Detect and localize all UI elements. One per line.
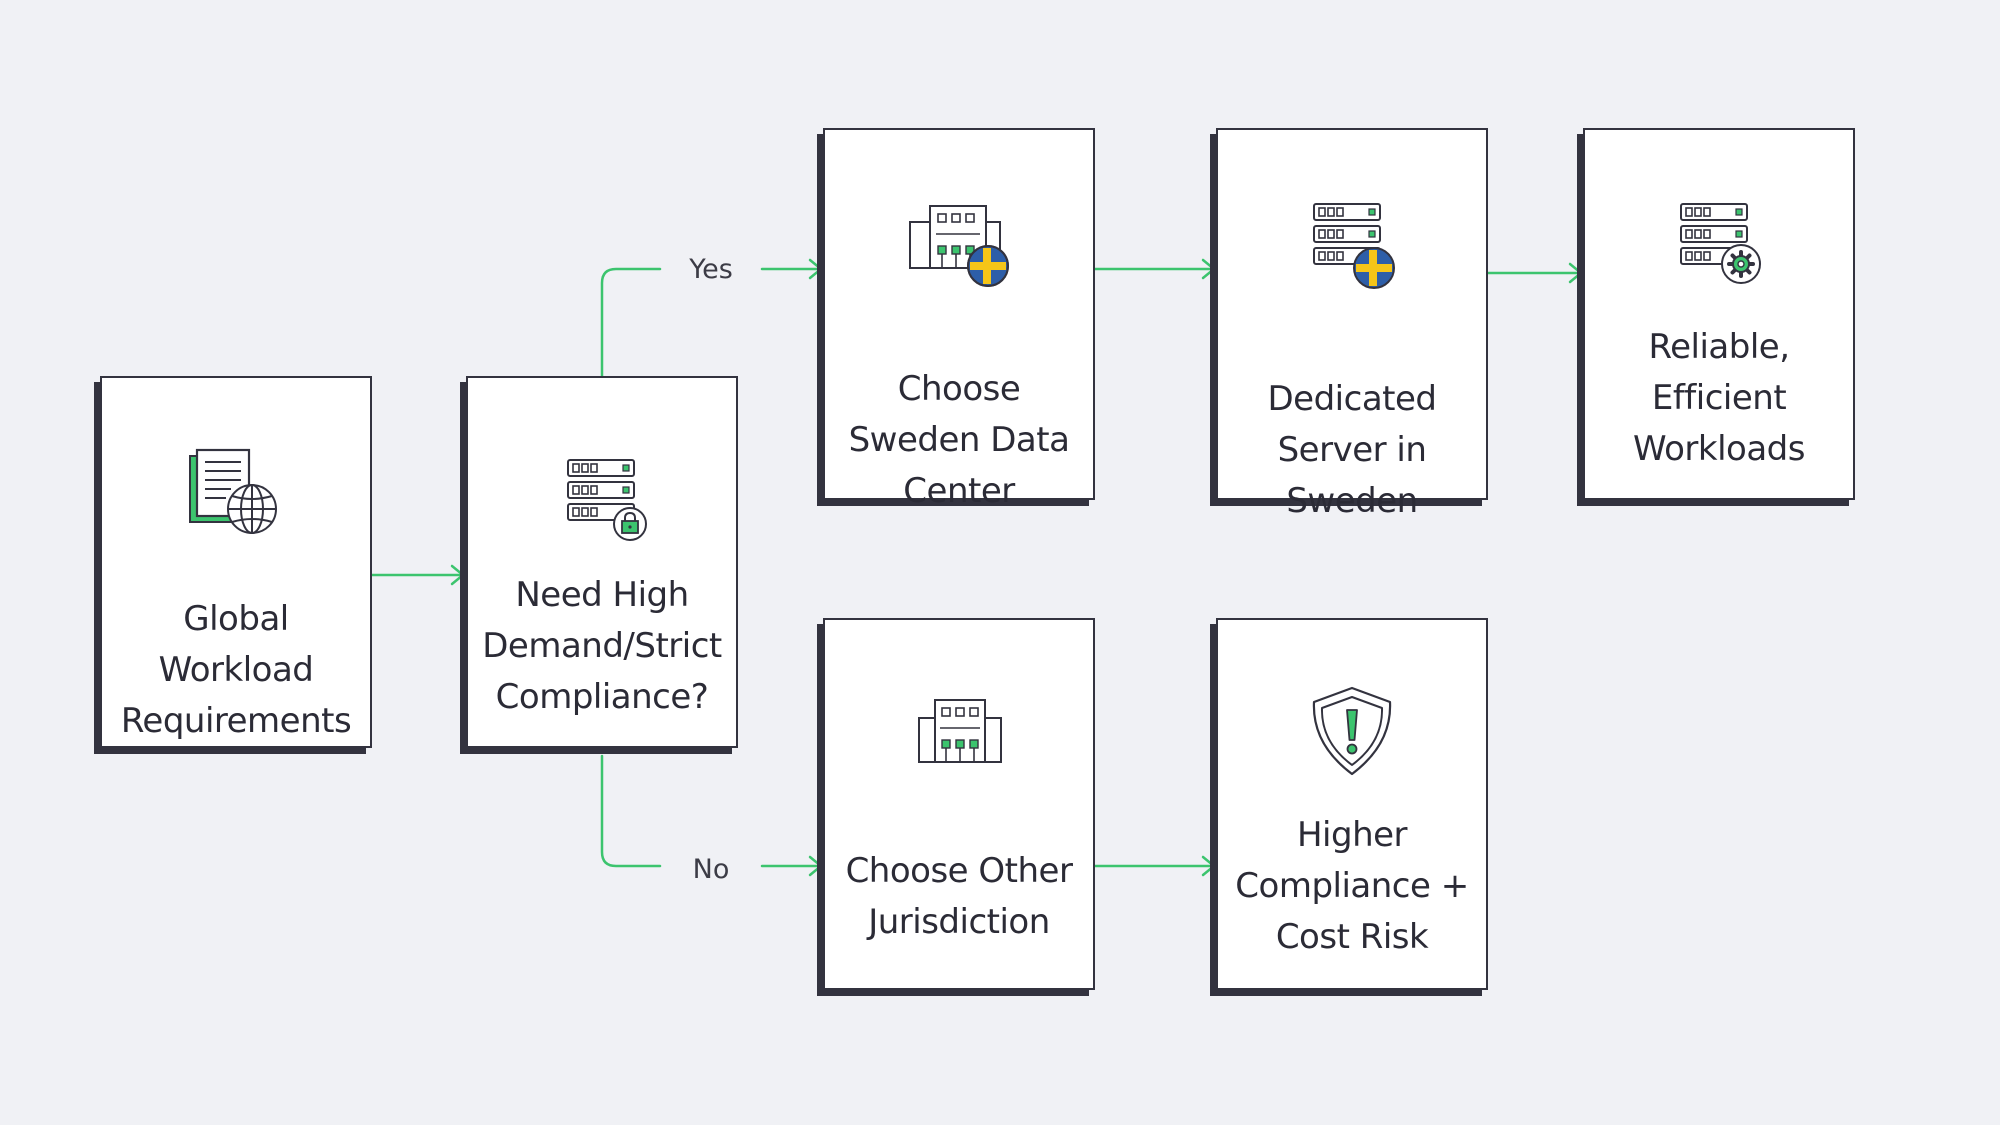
connector-sweden-to-dedicated <box>1093 258 1216 280</box>
building-sweden-flag-icon <box>909 205 1009 287</box>
document-globe-icon <box>189 448 277 534</box>
connector-other-to-risk <box>1093 855 1216 877</box>
node-dedicated-server-sweden: Dedicated Server in Sweden <box>1216 128 1488 521</box>
node-label: Choose Other Jurisdiction <box>845 851 1073 942</box>
connector-dedicated-to-reliable <box>1486 262 1583 284</box>
server-gear-icon <box>1680 203 1761 284</box>
node-global-workload-requirements: Global Workload Requirements <box>100 376 372 748</box>
server-lock-icon <box>567 459 647 541</box>
node-label: Reliable, Efficient Workloads <box>1633 327 1805 469</box>
node-choose-other-jurisdiction: Choose Other Jurisdiction <box>823 618 1095 990</box>
node-higher-compliance-cost-risk: Higher Compliance + Cost Risk <box>1216 618 1488 990</box>
node-label: Need High Demand/Strict Compliance? <box>482 575 722 717</box>
node-label: Choose Sweden Data Center <box>848 369 1070 511</box>
shield-warning-icon <box>1312 686 1392 776</box>
connector-global-to-decision <box>370 564 465 586</box>
node-reliable-efficient-workloads: Reliable, Efficient Workloads <box>1583 128 1855 500</box>
node-label: Dedicated Server in Sweden <box>1267 379 1438 521</box>
node-label: Higher Compliance + Cost Risk <box>1235 815 1469 957</box>
edge-label-no: No <box>692 854 730 885</box>
server-sweden-flag-icon <box>1313 203 1395 289</box>
building-icon <box>918 699 1002 763</box>
edge-label-yes: Yes <box>689 254 733 285</box>
node-decision-high-demand: Need High Demand/Strict Compliance? <box>466 376 738 748</box>
node-choose-sweden-data-center: Choose Sweden Data Center <box>823 128 1095 511</box>
connector-decision-yes <box>600 258 823 378</box>
connector-decision-no <box>600 754 823 877</box>
node-label: Global Workload Requirements <box>120 599 352 741</box>
